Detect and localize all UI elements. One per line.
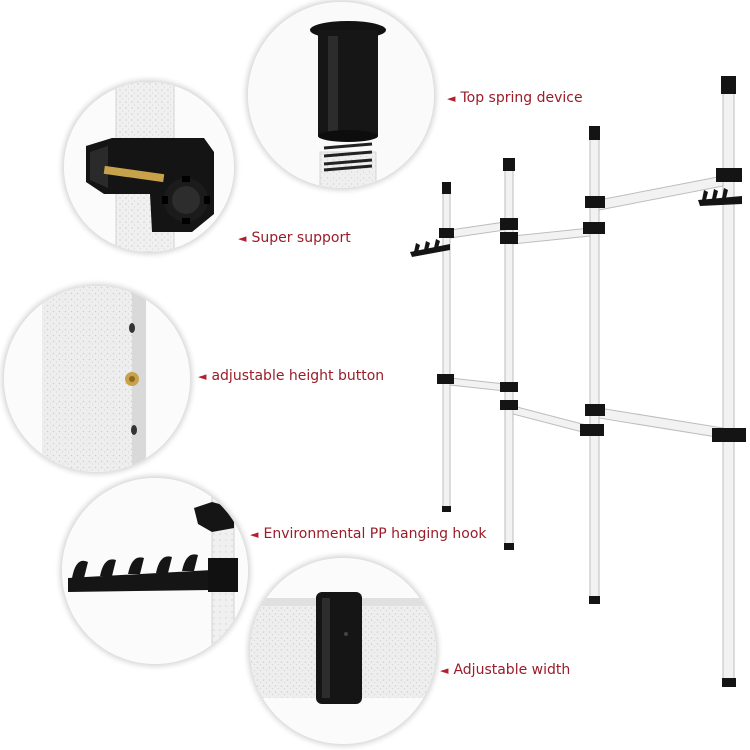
super-support-detail — [64, 82, 234, 252]
adjustable-width-detail — [250, 558, 436, 744]
top-spring-label: Top spring device — [460, 90, 583, 106]
hanging-hook-detail — [62, 478, 248, 664]
hanging-hook-label: Environmental PP hanging hook — [263, 526, 487, 542]
adjustable-width-callout: ◄ Adjustable width — [440, 662, 570, 678]
left-arrow-icon: ◄ — [198, 369, 207, 383]
left-arrow-icon: ◄ — [250, 527, 259, 541]
left-arrow-icon: ◄ — [447, 91, 456, 105]
top-spring-callout: ◄ Top spring device — [447, 90, 583, 106]
left-arrow-icon: ◄ — [238, 231, 247, 245]
hanging-hook-callout: ◄ Environmental PP hanging hook — [250, 526, 487, 542]
adjustable-height-detail — [4, 286, 190, 472]
adjustable-height-callout: ◄ adjustable height button — [198, 368, 384, 384]
left-arrow-icon: ◄ — [440, 663, 449, 677]
adjustable-width-label: Adjustable width — [453, 662, 571, 678]
super-support-callout: ◄ Super support — [238, 230, 351, 246]
top-spring-detail — [248, 2, 434, 188]
super-support-label: Super support — [251, 230, 351, 246]
adjustable-height-label: adjustable height button — [211, 368, 385, 384]
